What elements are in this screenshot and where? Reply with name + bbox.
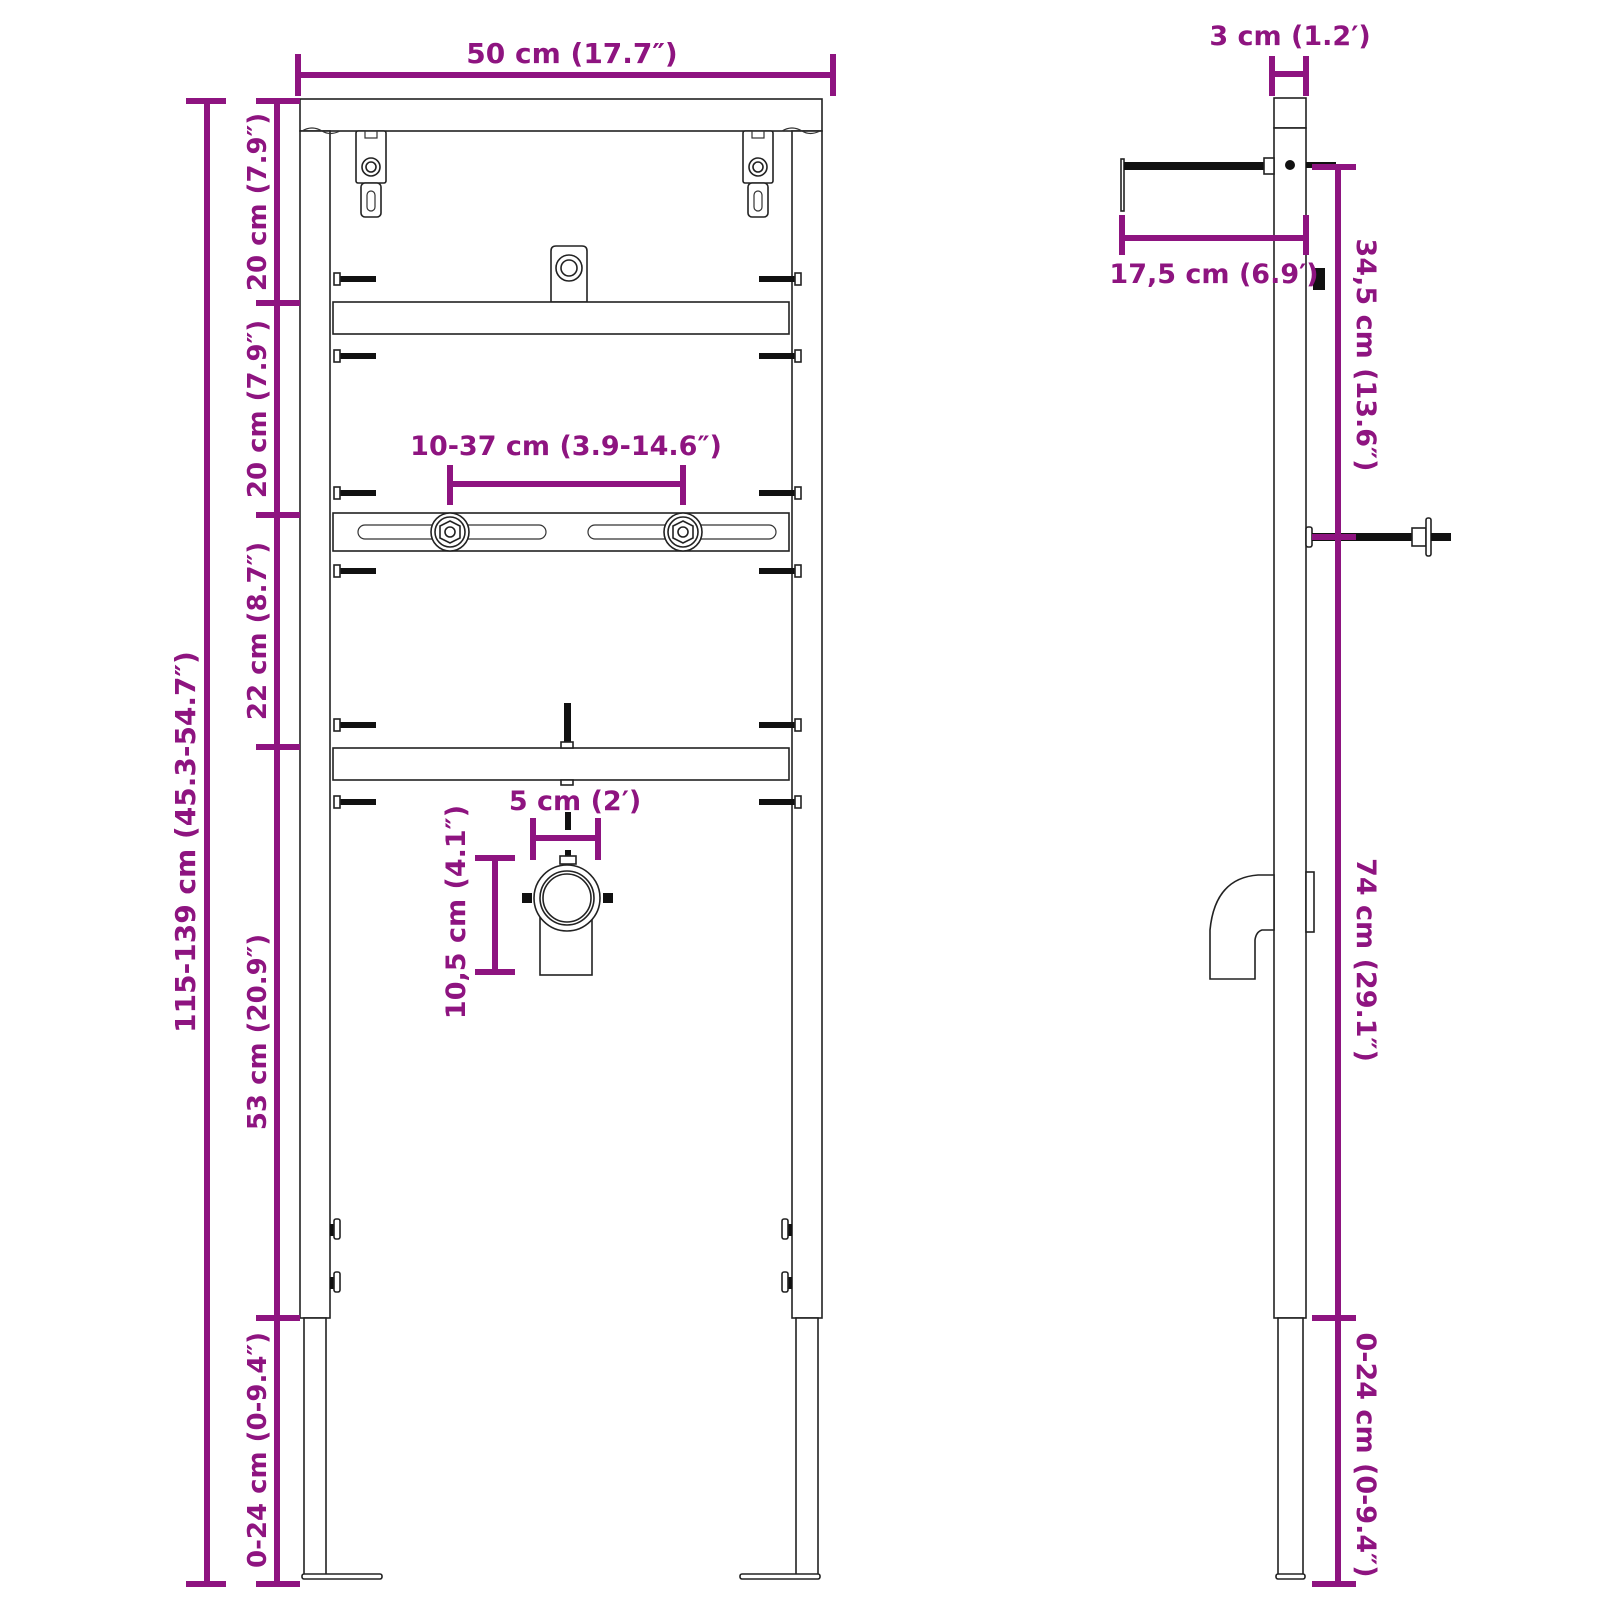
side-flange	[1305, 871, 1315, 933]
left-cap-detail	[301, 127, 341, 135]
side-leg	[1277, 1317, 1304, 1577]
crossbar-2-adjustable	[332, 512, 790, 552]
lower-height-label: 74 cm (29.1″)	[1350, 858, 1381, 1062]
crossbar-3	[332, 747, 790, 781]
depth-label: 3 cm (1.2′)	[1209, 21, 1370, 52]
side-top-cap	[1273, 97, 1307, 129]
center-water-fitting	[550, 245, 588, 303]
width-dimension: 50 cm (17.7″)	[295, 37, 836, 96]
drain-fitting	[522, 812, 613, 976]
segment-height-dimension: 20 cm (7.9″) 20 cm (7.9″) 22 cm (8.7″) 5…	[243, 98, 300, 1587]
left-foot-plate	[301, 1573, 383, 1580]
segment-2-label: 20 cm (7.9″)	[243, 320, 273, 498]
right-side-bolts	[759, 272, 802, 809]
drain-width-label: 5 cm (2′)	[509, 786, 641, 817]
top-rail	[299, 98, 823, 132]
side-top-hole	[1285, 160, 1295, 170]
crossbar-1	[332, 301, 790, 335]
center-bolt-nut	[560, 741, 574, 749]
left-upright	[299, 130, 331, 1319]
front-view-frame	[299, 98, 823, 1580]
side-height-dimension: 34,5 cm (13.6″) 74 cm (29.1″) 0-24 cm (0…	[1312, 164, 1381, 1587]
total-height-dimension: 115-139 cm (45.3-54.7″)	[169, 98, 226, 1587]
leg-extension-label: 0-24 cm (0-9.4″)	[1350, 1332, 1381, 1577]
bracket-spacing-label: 10-37 cm (3.9-14.6″)	[410, 431, 722, 462]
width-label: 50 cm (17.7″)	[466, 37, 677, 70]
adjustable-nut-left	[430, 512, 470, 552]
depth-dimension: 3 cm (1.2′)	[1209, 21, 1371, 96]
right-wall-bracket	[742, 130, 774, 218]
segment-1-label: 20 cm (7.9″)	[243, 113, 273, 291]
bracket-spacing-dimension: 10-37 cm (3.9-14.6″)	[410, 431, 722, 505]
side-view-frame	[1120, 97, 1451, 1580]
side-upright	[1273, 127, 1307, 1319]
segment-3-label: 22 cm (8.7″)	[243, 542, 273, 720]
center-bolt-nut-bottom	[560, 779, 574, 786]
right-cap-detail	[781, 127, 821, 135]
center-bolt	[564, 703, 571, 745]
side-connector	[1313, 268, 1325, 290]
upper-height-label: 34,5 cm (13.6″)	[1350, 239, 1381, 472]
bolt-length-dimension: 17,5 cm (6.9′)	[1109, 215, 1319, 290]
left-wall-bracket	[355, 130, 387, 218]
total-height-label: 115-139 cm (45.3-54.7″)	[169, 651, 202, 1033]
side-foot	[1275, 1573, 1306, 1580]
segment-5-label: 0-24 cm (0-9.4″)	[243, 1332, 273, 1568]
drain-height-dimension: 10,5 cm (4.1″)	[441, 805, 515, 1019]
drain-height-label: 10,5 cm (4.1″)	[441, 805, 472, 1019]
left-side-bolts	[333, 272, 376, 809]
adjustable-nut-right	[663, 512, 703, 552]
left-leg-knobs	[330, 1218, 341, 1293]
segment-4-label: 53 cm (20.9″)	[243, 934, 273, 1130]
right-leg	[795, 1317, 819, 1577]
drain-width-dimension: 5 cm (2′)	[509, 786, 641, 860]
right-foot-plate	[739, 1573, 821, 1580]
right-leg-knobs	[781, 1218, 792, 1293]
left-leg	[303, 1317, 327, 1577]
bolt-length-label: 17,5 cm (6.9′)	[1109, 259, 1318, 290]
side-drain-elbow	[1209, 871, 1315, 980]
side-middle-bolt	[1305, 517, 1451, 557]
